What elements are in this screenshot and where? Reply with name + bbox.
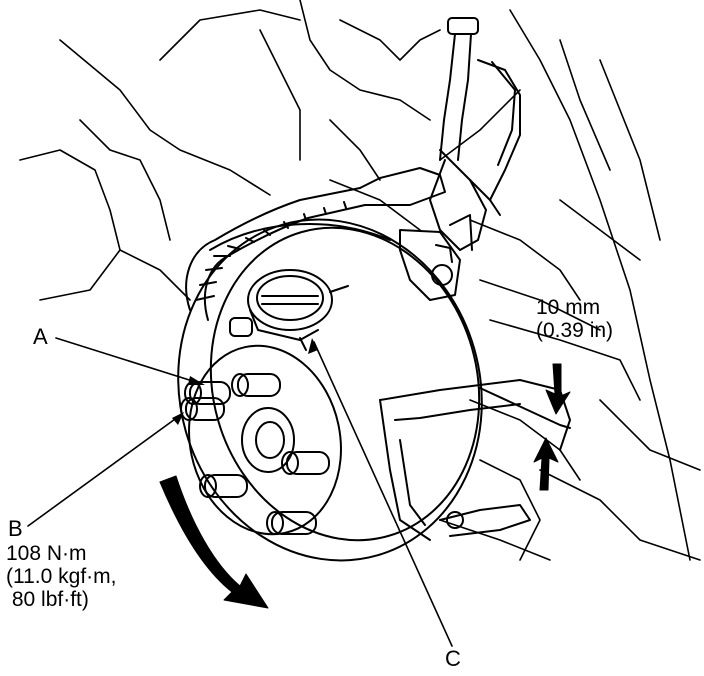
leader-a [55,337,203,385]
leader-arrowheads [172,338,318,425]
torque-metric: 108 N·m [6,542,87,565]
offset-arrows [533,363,571,491]
dial-indicator-arm [185,167,446,321]
dial-gauge [229,269,349,351]
caliper-bracket [379,229,571,541]
label-a: A [33,324,48,349]
wheel-stud [231,373,281,397]
offset-imperial: (0.39 in) [536,319,614,342]
locking-pliers-clamp [429,17,521,251]
label-c: C [445,646,461,671]
torque-lbf: 80 lbf·ft) [6,588,89,611]
torque-spec: 108 N·m (11.0 kgf·m, 80 lbf·ft) [6,542,116,611]
wheel-stud [184,381,231,405]
arrow-up-icon [533,437,559,491]
measurement-line [479,387,571,429]
rotation-arrow-icon [159,475,269,609]
wheel-stud [266,511,317,535]
suspension-background [19,0,701,561]
wheel-stud [281,451,330,475]
wheel-stud [180,397,225,421]
torque-kgf: (11.0 kgf·m, [6,565,117,588]
leader-b [27,413,183,527]
offset-spec: 10 mm (0.39 in) [536,296,613,342]
label-b: B [8,516,23,541]
leader-lines [27,337,453,647]
wheel-stud [199,474,248,498]
wheel-hub [180,344,342,536]
offset-metric: 10 mm [536,296,601,319]
brake-rotor [177,218,483,562]
leader-c [313,341,453,647]
arrow-down-icon [545,363,571,415]
